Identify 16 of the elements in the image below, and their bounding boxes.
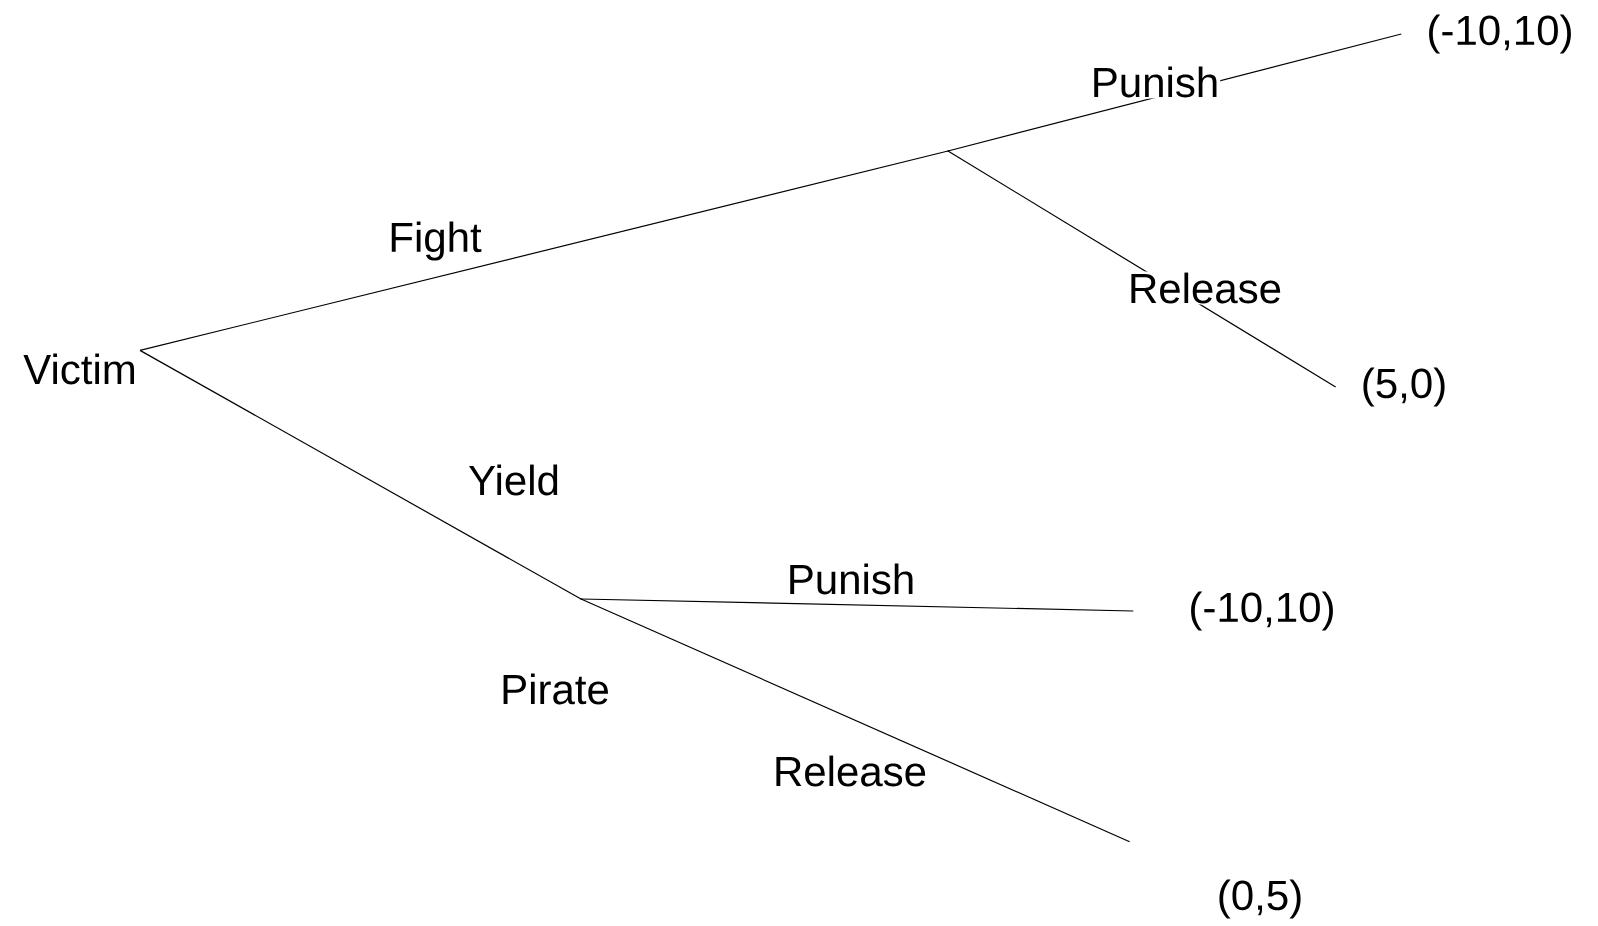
branch-line	[139, 150, 949, 351]
edge-label: Yield	[467, 463, 561, 497]
payoff-label: (-10,10)	[1429, 14, 1571, 54]
edge-label: Punish	[1089, 65, 1221, 99]
edge-label: Punish	[785, 562, 917, 596]
edge-label: Fight	[387, 220, 483, 262]
player-label: Victim	[23, 353, 134, 385]
branch-line	[139, 349, 582, 600]
branch-line	[580, 598, 1134, 612]
player-label: Pirate	[503, 673, 608, 705]
edge-label: Release	[1126, 271, 1284, 305]
edge-label: Release	[771, 754, 929, 788]
payoff-label: (5,0)	[1363, 367, 1445, 407]
branch-line	[580, 598, 1131, 843]
payoff-label: (0,5)	[1219, 879, 1301, 919]
payoff-label: (-10,10)	[1191, 591, 1333, 631]
